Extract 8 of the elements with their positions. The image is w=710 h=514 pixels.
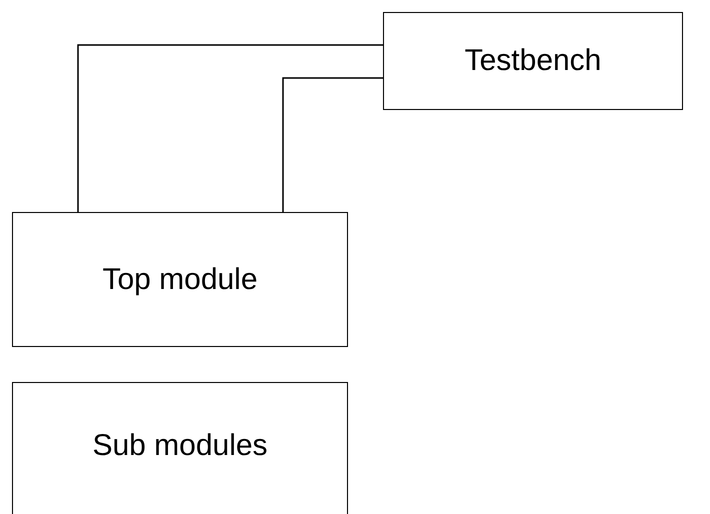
module-box [383, 12, 683, 110]
module-box [12, 382, 348, 514]
connector-line [282, 77, 383, 212]
module-label: Testbench [464, 44, 602, 78]
module-label: Sub modules [92, 429, 268, 463]
module-label: Top module [102, 262, 258, 296]
module-box [12, 212, 348, 347]
connector-line [77, 44, 383, 212]
